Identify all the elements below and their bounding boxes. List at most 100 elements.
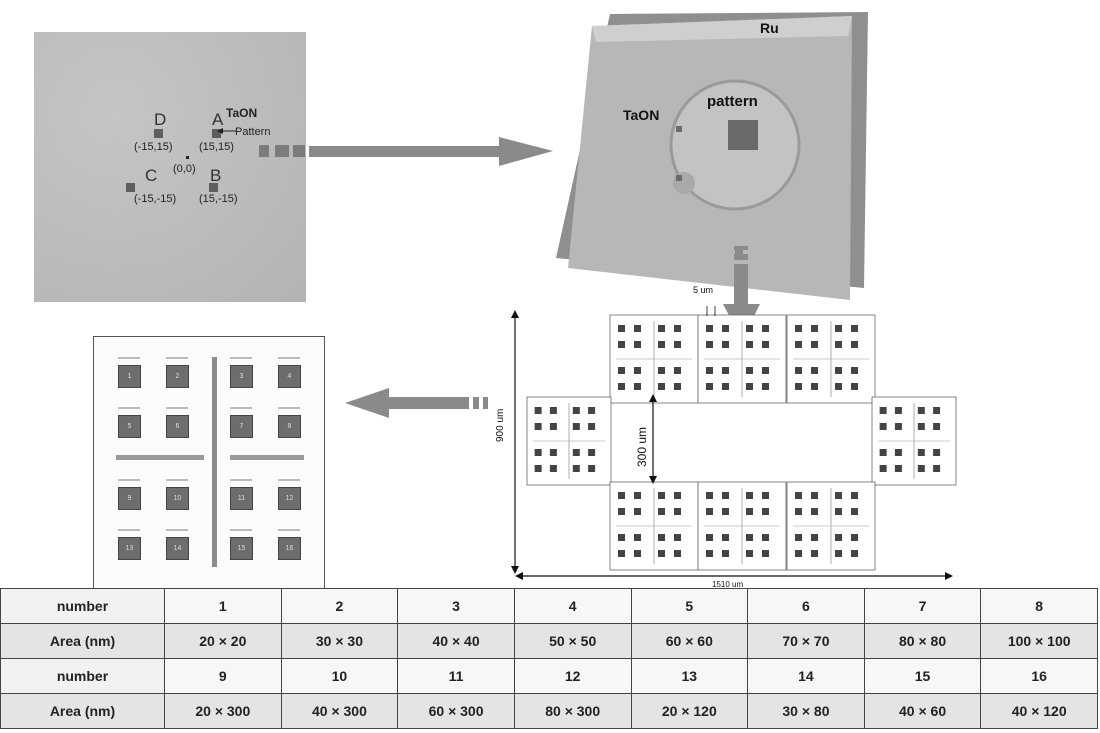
pad-caption-line	[278, 357, 300, 359]
chip-pad	[835, 325, 842, 332]
pattern-pad-number: 2	[167, 366, 188, 387]
pattern-pointer-arrow	[217, 126, 239, 136]
coord-d: (-15,15)	[134, 141, 173, 153]
chip-pad	[795, 492, 802, 499]
chip-pad	[722, 367, 729, 374]
chip-pad	[835, 550, 842, 557]
chip-pad	[722, 550, 729, 557]
pattern-pad: 14	[166, 537, 189, 560]
pattern-pad-number: 4	[279, 366, 300, 387]
chip-pad	[535, 449, 542, 456]
chip-pad	[706, 341, 713, 348]
chip-pad	[811, 383, 818, 390]
chip-pad	[722, 492, 729, 499]
pattern-pad-number: 3	[231, 366, 252, 387]
table-cell: 30 × 80	[748, 694, 865, 729]
chip-pad	[618, 534, 625, 541]
pattern-pad: 13	[118, 537, 141, 560]
chip-pad	[933, 407, 940, 414]
chip-pad	[851, 492, 858, 499]
ru-label: Ru	[760, 20, 779, 36]
chip-pad	[835, 341, 842, 348]
horizontal-marker-bar-right	[230, 455, 304, 460]
chip-pad	[795, 367, 802, 374]
table-cell: 8	[981, 589, 1098, 624]
table-cell: 6	[748, 589, 865, 624]
chip-pad	[535, 423, 542, 430]
chip-pad	[795, 534, 802, 541]
chip-pad	[762, 367, 769, 374]
chip-pad	[634, 383, 641, 390]
pattern-pad: 9	[118, 487, 141, 510]
horizontal-marker-bar-left	[116, 455, 204, 460]
chip-pad	[746, 341, 753, 348]
chip-pad	[588, 465, 595, 472]
chip-pad	[851, 341, 858, 348]
pattern-pad-number: 15	[231, 538, 252, 559]
chip-pad	[674, 550, 681, 557]
chip-pad	[706, 383, 713, 390]
chip-pad	[550, 465, 557, 472]
chip-pad	[851, 550, 858, 557]
table-cell: 10	[281, 659, 398, 694]
row-header-cell: Area (nm)	[1, 694, 165, 729]
pattern-pad: 7	[230, 415, 253, 438]
pattern-pad-number: 7	[231, 416, 252, 437]
chip-pad	[674, 383, 681, 390]
pattern-pad-number: 5	[119, 416, 140, 437]
chip-pad	[933, 465, 940, 472]
chip-pad	[835, 508, 842, 515]
chip-pad	[811, 534, 818, 541]
table-cell: 20 × 20	[165, 624, 282, 659]
table-cell: 40 × 300	[281, 694, 398, 729]
chip-pad	[658, 383, 665, 390]
coord-b: (15,-15)	[199, 193, 238, 205]
chip-pad	[573, 449, 580, 456]
chip-pad	[762, 550, 769, 557]
pattern-pad: 8	[278, 415, 301, 438]
chip-pad	[746, 492, 753, 499]
chip-pad	[706, 367, 713, 374]
chip-pad	[588, 423, 595, 430]
chip-pad	[918, 449, 925, 456]
chip-pad	[795, 550, 802, 557]
chip-pad	[658, 550, 665, 557]
table-cell: 50 × 50	[514, 624, 631, 659]
chip-pad	[573, 423, 580, 430]
height-dimension-label: 900 um	[495, 409, 506, 442]
table-cell: 7	[864, 589, 981, 624]
chip-pad	[634, 534, 641, 541]
pad-caption-line	[166, 479, 188, 481]
vertical-marker-bar	[212, 357, 217, 567]
chip-pad	[674, 341, 681, 348]
chip-pad	[746, 550, 753, 557]
pad-caption-line	[118, 529, 140, 531]
chip-pad	[918, 423, 925, 430]
pattern-size-table: number12345678Area (nm)20 × 2030 × 3040 …	[0, 588, 1098, 729]
chip-pad	[674, 367, 681, 374]
chip-pad	[618, 383, 625, 390]
chip-pad	[811, 341, 818, 348]
chip-pad	[762, 534, 769, 541]
chip-pad	[762, 341, 769, 348]
chip-pad	[722, 508, 729, 515]
chip-pad	[895, 449, 902, 456]
pad-caption-line	[278, 479, 300, 481]
chip-pad	[835, 534, 842, 541]
arrow-to-layout	[345, 386, 495, 420]
pad-caption-line	[230, 407, 252, 409]
pad-caption-line	[230, 479, 252, 481]
pattern-pad-number: 16	[279, 538, 300, 559]
mask-taon-label: TaON	[623, 107, 659, 123]
chip-pad	[634, 508, 641, 515]
chip-pad	[706, 534, 713, 541]
chip-pad	[634, 550, 641, 557]
pattern-pad: 2	[166, 365, 189, 388]
pattern-pad: 5	[118, 415, 141, 438]
coord-a: (15,15)	[199, 141, 234, 153]
chip-pad	[811, 367, 818, 374]
chip-pad	[618, 550, 625, 557]
chip-pad	[851, 508, 858, 515]
chip-pad	[746, 367, 753, 374]
